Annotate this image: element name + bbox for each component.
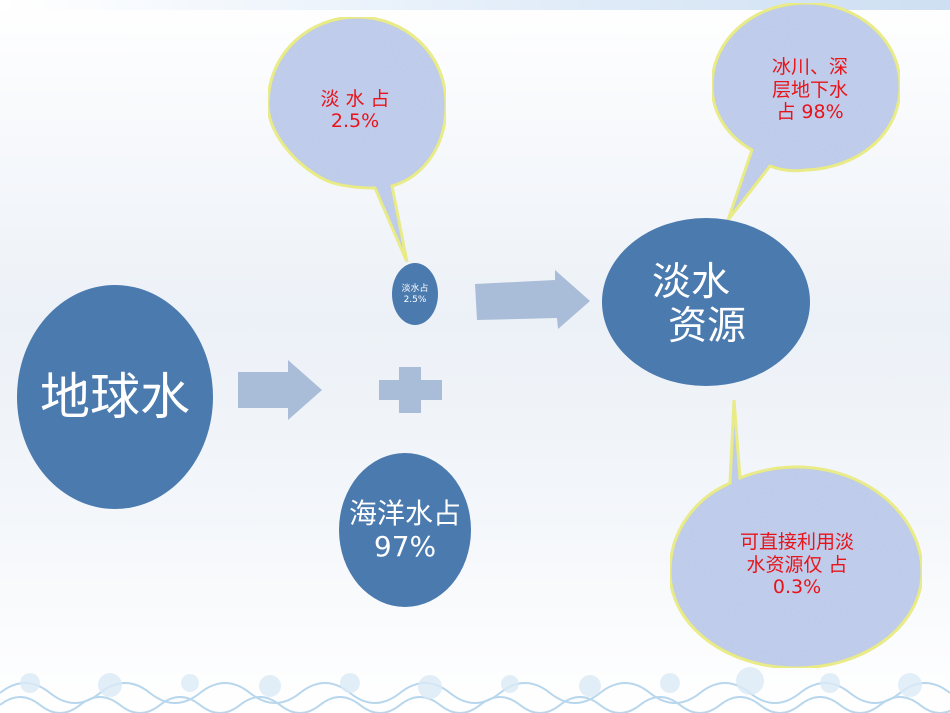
callout-usable-bubble: [668, 399, 924, 670]
fresh-water-resource-line2: 资源: [668, 304, 747, 349]
ocean-water-label: 海洋水占 97%: [335, 490, 475, 570]
fresh-water-small-line1: 淡水占: [401, 283, 429, 294]
earth-water-text: 地球水: [40, 367, 190, 426]
plus-sign: [379, 367, 442, 413]
callout-glacier-line3: 占 98%: [776, 101, 844, 124]
fresh-water-resource-label: 淡水 资源: [612, 250, 798, 360]
callout-glacier-bubble: [710, 1, 902, 221]
arrow-fresh-to-resource: [475, 270, 590, 329]
fresh-water-resource-line1: 淡水: [652, 260, 731, 306]
earth-water-label: 地球水: [17, 330, 213, 464]
callout-freshwater-line1: 淡 水 占: [320, 87, 390, 110]
fresh-water-small-label: 淡水占 2.5%: [392, 278, 438, 312]
callout-usable-line3: 0.3%: [772, 576, 822, 599]
earth-water-circle: [17, 285, 213, 509]
fresh-water-resource-circle: [602, 218, 810, 386]
wave-decoration: [0, 667, 950, 713]
fresh-water-small-line2: 2.5%: [403, 295, 427, 305]
callout-freshwater-text: 淡 水 占 2.5%: [290, 84, 420, 136]
callout-glacier-line1: 冰川、深: [771, 56, 848, 79]
arrow-earth-to-plus: [238, 360, 322, 420]
callout-glacier-line2: 层地下水: [771, 78, 848, 101]
callout-freshwater-bubble: [266, 15, 448, 263]
ocean-water-circle: [339, 453, 471, 607]
fresh-water-small-circle: [392, 263, 438, 325]
ocean-water-line1: 海洋水占: [348, 496, 461, 530]
callout-glacier-text: 冰川、深 层地下水 占 98%: [740, 48, 880, 132]
ocean-water-line2: 97%: [373, 530, 437, 563]
callout-usable-text: 可直接利用淡 水资源仅 占 0.3%: [712, 522, 882, 608]
top-decoration-band: [0, 0, 950, 10]
callout-freshwater-line2: 2.5%: [330, 110, 380, 132]
callout-usable-line2: 水资源仅 占: [746, 553, 848, 576]
callout-usable-line1: 可直接利用淡: [739, 531, 854, 554]
